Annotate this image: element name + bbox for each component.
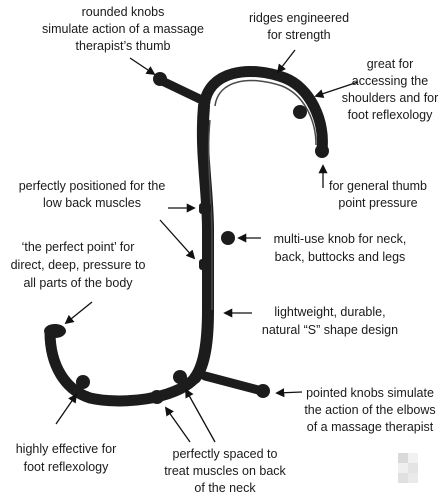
label-line: rounded knobs xyxy=(82,5,165,19)
svg-text:highly effective for: highly effective for xyxy=(16,442,117,456)
svg-text:for general thumb: for general thumb xyxy=(329,179,427,193)
main-shaft xyxy=(189,100,214,384)
svg-text:therapist’s thumb: therapist’s thumb xyxy=(76,39,171,53)
hook-tip-knob xyxy=(44,324,66,338)
label-line: shoulders and for xyxy=(342,91,439,105)
label-line: ‘the perfect point’ for xyxy=(22,240,135,254)
top-handle xyxy=(155,75,211,107)
svg-text:shoulders and for: shoulders and for xyxy=(342,91,439,105)
arrow xyxy=(275,388,303,398)
ridge-line xyxy=(207,119,213,310)
svg-text:perfectly positioned for the: perfectly positioned for the xyxy=(19,179,166,193)
svg-text:all parts of the body: all parts of the body xyxy=(23,276,133,290)
arrow xyxy=(164,406,191,443)
svg-text:‘the perfect point’ for: ‘the perfect point’ for xyxy=(22,240,135,254)
svg-text:foot reflexology: foot reflexology xyxy=(348,108,434,122)
label-line: ridges engineered xyxy=(249,11,349,25)
label-perfect-point: ‘the perfect point’ for direct, deep, pr… xyxy=(11,240,146,290)
label-line: lightweight, durable, xyxy=(274,305,385,319)
neck-knob xyxy=(173,370,187,384)
svg-text:multi-use knob for neck,: multi-use knob for neck, xyxy=(274,232,407,246)
svg-text:rounded knobs: rounded knobs xyxy=(82,5,165,19)
label-line: direct, deep, pressure to xyxy=(11,258,146,272)
multi-use-knob xyxy=(221,231,235,245)
svg-text:great for: great for xyxy=(367,57,414,71)
svg-text:natural “S” shape design: natural “S” shape design xyxy=(262,323,398,337)
label-multi-use: multi-use knob for neck, back, buttocks … xyxy=(274,232,407,264)
svg-text:low back muscles: low back muscles xyxy=(43,196,141,210)
label-line: great for xyxy=(367,57,414,71)
svg-text:ridges engineered: ridges engineered xyxy=(249,11,349,25)
label-line: of a massage therapist xyxy=(307,420,434,434)
label-line: for general thumb xyxy=(329,179,427,193)
label-ridges: ridges engineered for strength xyxy=(249,11,349,42)
label-line: therapist’s thumb xyxy=(76,39,171,53)
bottom-handle xyxy=(200,371,267,396)
arrow xyxy=(276,49,296,74)
label-line: the action of the elbows xyxy=(304,403,435,417)
label-line: of the neck xyxy=(194,481,256,495)
arrow xyxy=(159,219,196,260)
label-line: all parts of the body xyxy=(23,276,133,290)
ridge-line xyxy=(214,79,317,146)
svg-text:of the neck: of the neck xyxy=(194,481,256,495)
label-line: highly effective for xyxy=(16,442,117,456)
arrow xyxy=(55,393,78,425)
svg-text:accessing the: accessing the xyxy=(352,74,428,88)
label-general-thumb: for general thumb point pressure xyxy=(329,179,427,210)
hook-knob xyxy=(76,375,90,389)
label-line: natural “S” shape design xyxy=(262,323,398,337)
label-rounded-knobs: rounded knobs simulate action of a massa… xyxy=(42,5,204,53)
label-line: for strength xyxy=(267,28,330,42)
label-spaced: perfectly spaced to treat muscles on bac… xyxy=(164,447,286,495)
label-line: treat muscles on back xyxy=(164,464,286,478)
s-shaped-massage-tool xyxy=(44,66,329,407)
label-lightweight: lightweight, durable, natural “S” shape … xyxy=(262,305,398,337)
arrow xyxy=(314,81,359,99)
shaft-knob xyxy=(199,259,211,270)
top-hook xyxy=(198,66,328,156)
shaft-knob xyxy=(199,203,211,214)
svg-text:perfectly spaced to: perfectly spaced to xyxy=(173,447,278,461)
svg-text:of a massage therapist: of a massage therapist xyxy=(307,420,434,434)
svg-text:pointed knobs simulate: pointed knobs simulate xyxy=(306,386,434,400)
label-line: simulate action of a massage xyxy=(42,22,204,36)
top-handle-knob xyxy=(153,72,167,86)
bottom-hook xyxy=(44,326,201,407)
svg-text:foot reflexology: foot reflexology xyxy=(24,460,110,474)
svg-text:lightweight, durable,: lightweight, durable, xyxy=(274,305,385,319)
label-line: point pressure xyxy=(338,196,417,210)
annotation-arrows xyxy=(55,49,359,443)
label-line: perfectly spaced to xyxy=(173,447,278,461)
label-line: perfectly positioned for the xyxy=(19,179,166,193)
svg-text:treat muscles on back: treat muscles on back xyxy=(164,464,286,478)
svg-text:direct, deep, pressure to: direct, deep, pressure to xyxy=(11,258,146,272)
bottom-handle-knob xyxy=(256,384,270,398)
label-low-back: perfectly positioned for the low back mu… xyxy=(19,179,166,210)
label-line: multi-use knob for neck, xyxy=(274,232,407,246)
label-line: foot reflexology xyxy=(348,108,434,122)
svg-text:point pressure: point pressure xyxy=(338,196,417,210)
placeholder-image-icon xyxy=(398,453,418,483)
svg-text:simulate action of a massage: simulate action of a massage xyxy=(42,22,204,36)
arrow xyxy=(185,388,216,443)
svg-text:for strength: for strength xyxy=(267,28,330,42)
label-line: low back muscles xyxy=(43,196,141,210)
neck-knob xyxy=(150,390,164,404)
label-pointed-knobs: pointed knobs simulate the action of the… xyxy=(304,386,435,434)
svg-text:the action of the elbows: the action of the elbows xyxy=(304,403,435,417)
svg-text:back, buttocks and legs: back, buttocks and legs xyxy=(275,250,406,264)
arrow xyxy=(129,57,156,76)
arrow xyxy=(64,301,93,325)
label-line: pointed knobs simulate xyxy=(306,386,434,400)
hook-tip-knob xyxy=(315,144,329,158)
label-foot-reflexology: highly effective for foot reflexology xyxy=(16,442,117,474)
label-shoulders: great for accessing the shoulders and fo… xyxy=(342,57,439,122)
label-line: accessing the xyxy=(352,74,428,88)
label-line: back, buttocks and legs xyxy=(275,250,406,264)
hook-knob xyxy=(293,105,307,119)
label-line: foot reflexology xyxy=(24,460,110,474)
